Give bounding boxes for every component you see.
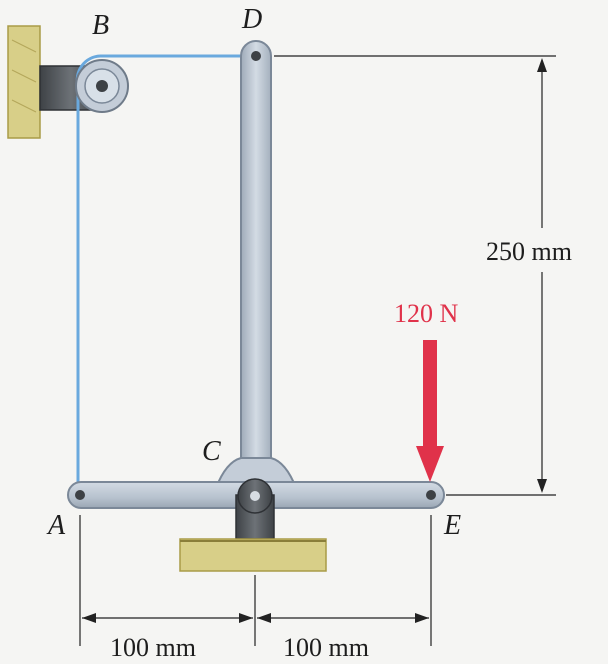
dimension-250-label: 250 mm	[486, 237, 572, 266]
ground-base	[179, 538, 327, 572]
dimension-vertical: 250 mm	[274, 55, 572, 496]
point-d-label: D	[241, 4, 262, 35]
point-e-label: E	[443, 510, 461, 541]
wall-support	[7, 25, 41, 139]
point-b-label: B	[92, 10, 109, 41]
force-arrow: 120 N	[394, 299, 459, 482]
dimension-left-label: 100 mm	[110, 633, 196, 662]
cable	[75, 54, 255, 495]
point-a-label: A	[46, 510, 66, 541]
point-c-label: C	[202, 436, 221, 467]
pulley-b	[75, 59, 129, 113]
dimension-right-label: 100 mm	[283, 633, 369, 662]
pin-support-c	[235, 478, 275, 540]
member-dc	[240, 40, 272, 471]
force-label: 120 N	[394, 299, 459, 328]
dimension-horizontal: 100 mm 100 mm	[79, 515, 432, 662]
joint-c	[214, 457, 298, 489]
